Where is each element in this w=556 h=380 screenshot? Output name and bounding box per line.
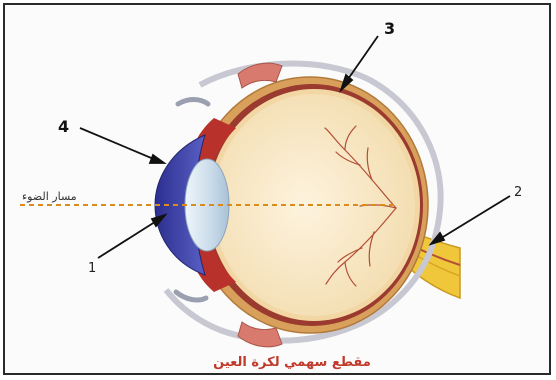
arrow-4-head <box>150 155 164 163</box>
label-4: 4 <box>58 117 69 136</box>
label-1: 1 <box>88 261 96 276</box>
light-path-label: مسار الضوء <box>22 190 77 203</box>
label-3: 3 <box>384 19 395 38</box>
diagram-caption: مقطع سهمي لكرة العين <box>213 355 371 370</box>
label-2: 2 <box>514 185 522 200</box>
